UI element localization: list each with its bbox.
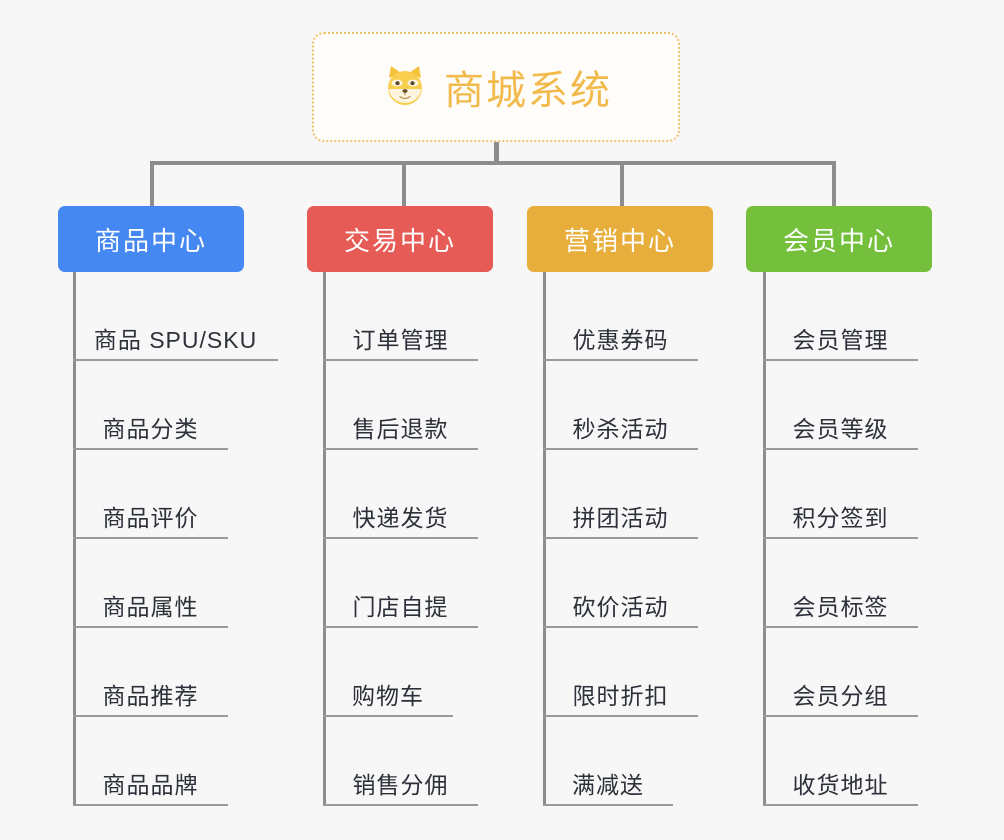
leaf-item-label: 拼团活动 bbox=[572, 504, 669, 531]
leaf-item-label: 销售分佣 bbox=[352, 771, 449, 798]
category-box-商品中心[interactable]: 商品中心 bbox=[58, 206, 244, 272]
branch-drop-connector-2 bbox=[402, 161, 406, 207]
leaf-item[interactable]: 优惠券码 bbox=[543, 272, 698, 361]
category-label: 营销中心 bbox=[563, 225, 676, 256]
category-box-交易中心[interactable]: 交易中心 bbox=[307, 206, 493, 272]
leaf-trunk-connector bbox=[763, 272, 766, 806]
leaf-trunk-connector bbox=[323, 272, 326, 806]
leaf-item[interactable]: 商品品牌 bbox=[73, 717, 228, 806]
leaf-item[interactable]: 售后退款 bbox=[323, 361, 478, 450]
root-title: 商城系统 bbox=[444, 69, 612, 113]
leaf-item-label: 售后退款 bbox=[352, 415, 449, 442]
leaf-item-label: 购物车 bbox=[352, 682, 424, 709]
root-stem-connector bbox=[494, 142, 499, 165]
leaf-item-label: 订单管理 bbox=[352, 326, 449, 353]
leaf-item-label: 会员标签 bbox=[792, 593, 889, 620]
leaf-item[interactable]: 商品评价 bbox=[73, 450, 228, 539]
leaf-item-label: 商品分类 bbox=[102, 415, 199, 442]
leaf-item-label: 秒杀活动 bbox=[572, 415, 669, 442]
leaf-item[interactable]: 商品分类 bbox=[73, 361, 228, 450]
leaf-item[interactable]: 商品 SPU/SKU bbox=[73, 272, 278, 361]
leaf-trunk-connector bbox=[543, 272, 546, 806]
branch-drop-connector-4 bbox=[832, 161, 836, 207]
leaf-item-label: 快递发货 bbox=[352, 504, 449, 531]
leaf-item[interactable]: 购物车 bbox=[323, 628, 453, 717]
leaf-item-label: 门店自提 bbox=[352, 593, 449, 620]
category-label: 会员中心 bbox=[782, 225, 895, 256]
leaf-item-label: 会员等级 bbox=[792, 415, 889, 442]
leaf-item[interactable]: 销售分佣 bbox=[323, 717, 478, 806]
leaf-item[interactable]: 门店自提 bbox=[323, 539, 478, 628]
leaf-item[interactable]: 满减送 bbox=[543, 717, 673, 806]
branch-drop-connector-3 bbox=[620, 161, 624, 207]
leaf-item-label: 满减送 bbox=[572, 771, 644, 798]
branch-drop-connector-1 bbox=[150, 161, 154, 207]
leaf-item-label: 限时折扣 bbox=[572, 682, 669, 709]
leaf-item[interactable]: 会员等级 bbox=[763, 361, 918, 450]
leaf-item[interactable]: 会员标签 bbox=[763, 539, 918, 628]
leaf-item-label: 商品 SPU/SKU bbox=[93, 326, 258, 353]
category-box-会员中心[interactable]: 会员中心 bbox=[746, 206, 932, 272]
root-node[interactable]: 商城系统 bbox=[312, 32, 680, 142]
leaf-item[interactable]: 限时折扣 bbox=[543, 628, 698, 717]
leaf-item-label: 商品属性 bbox=[102, 593, 199, 620]
leaf-item[interactable]: 秒杀活动 bbox=[543, 361, 698, 450]
leaf-item[interactable]: 订单管理 bbox=[323, 272, 478, 361]
shiba-dog-icon bbox=[380, 62, 430, 112]
leaf-item[interactable]: 砍价活动 bbox=[543, 539, 698, 628]
leaf-item-label: 砍价活动 bbox=[572, 593, 669, 620]
leaf-item-label: 会员管理 bbox=[792, 326, 889, 353]
leaf-item[interactable]: 会员管理 bbox=[763, 272, 918, 361]
leaf-item[interactable]: 积分签到 bbox=[763, 450, 918, 539]
leaf-item-label: 商品品牌 bbox=[102, 771, 199, 798]
leaf-item-label: 商品推荐 bbox=[102, 682, 199, 709]
branch-bus-connector bbox=[150, 161, 836, 165]
leaf-item-label: 收货地址 bbox=[792, 771, 889, 798]
category-box-营销中心[interactable]: 营销中心 bbox=[527, 206, 713, 272]
leaf-item[interactable]: 会员分组 bbox=[763, 628, 918, 717]
leaf-item-label: 优惠券码 bbox=[572, 326, 669, 353]
leaf-item[interactable]: 拼团活动 bbox=[543, 450, 698, 539]
category-label: 交易中心 bbox=[343, 225, 456, 256]
category-label: 商品中心 bbox=[94, 225, 207, 256]
leaf-item-label: 积分签到 bbox=[792, 504, 889, 531]
leaf-trunk-connector bbox=[73, 272, 76, 806]
leaf-item-label: 商品评价 bbox=[102, 504, 199, 531]
leaf-item[interactable]: 快递发货 bbox=[323, 450, 478, 539]
leaf-item[interactable]: 收货地址 bbox=[763, 717, 918, 806]
leaf-item-label: 会员分组 bbox=[792, 682, 889, 709]
leaf-item[interactable]: 商品属性 bbox=[73, 539, 228, 628]
leaf-item[interactable]: 商品推荐 bbox=[73, 628, 228, 717]
